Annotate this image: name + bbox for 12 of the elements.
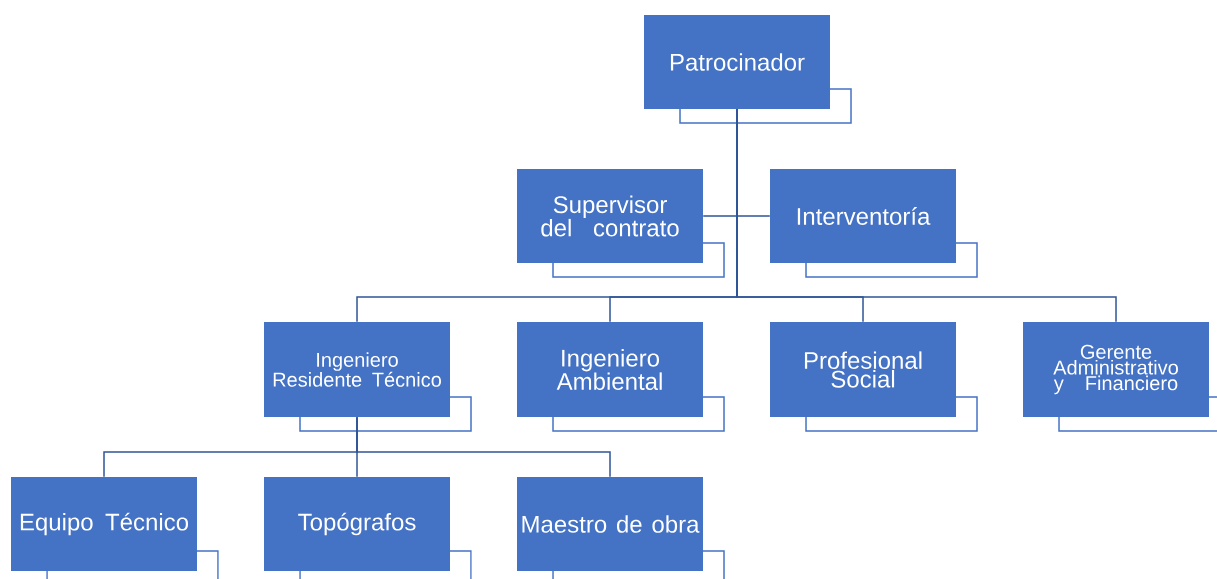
org-box: Equipo Técnico [11,477,219,579]
org-box: Patrocinador [644,15,852,124]
connector-line [736,108,1117,323]
org-box: Supervisor del contrato [517,169,725,278]
org-box: Maestro de obra [517,477,725,579]
org-box: Profesional Social [770,322,978,432]
org-box: Ingeniero Ambiental [517,322,725,432]
org-box: Interventoría [770,169,978,278]
org-box: Ingeniero Residente Técnico [264,322,472,432]
org-box: Topógrafos [264,477,472,579]
connector-line [356,416,611,478]
org-box: Gerente Administrativo y Financiero [1023,322,1217,432]
